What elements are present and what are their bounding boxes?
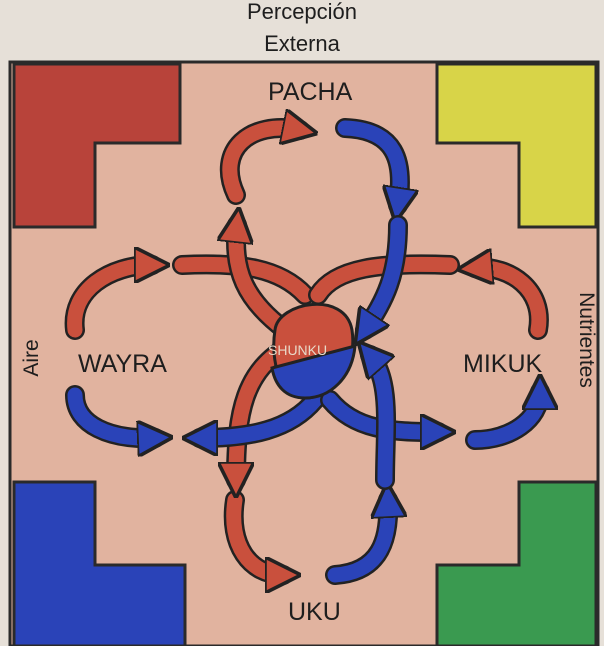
corner-green: [435, 480, 598, 646]
label-shunku: SHUNKU: [268, 342, 328, 358]
label-aire: Aire: [20, 339, 43, 377]
corner-yellow: [435, 62, 598, 229]
label-uku: UKU: [288, 598, 341, 626]
corner-blue: [12, 480, 187, 646]
heart-shunku: [270, 302, 357, 400]
corner-red: [12, 62, 182, 229]
label-mikuk: MIKUK: [463, 350, 543, 378]
red-flows: [64, 128, 549, 575]
label-pacha: PACHA: [268, 78, 353, 106]
header-line2: Externa: [264, 31, 340, 56]
label-wayra: WAYRA: [78, 350, 167, 378]
label-nutrientes: Nutrientes: [575, 292, 598, 388]
header-line1: Percepción: [246, 0, 358, 24]
blue-flows: [65, 118, 540, 585]
